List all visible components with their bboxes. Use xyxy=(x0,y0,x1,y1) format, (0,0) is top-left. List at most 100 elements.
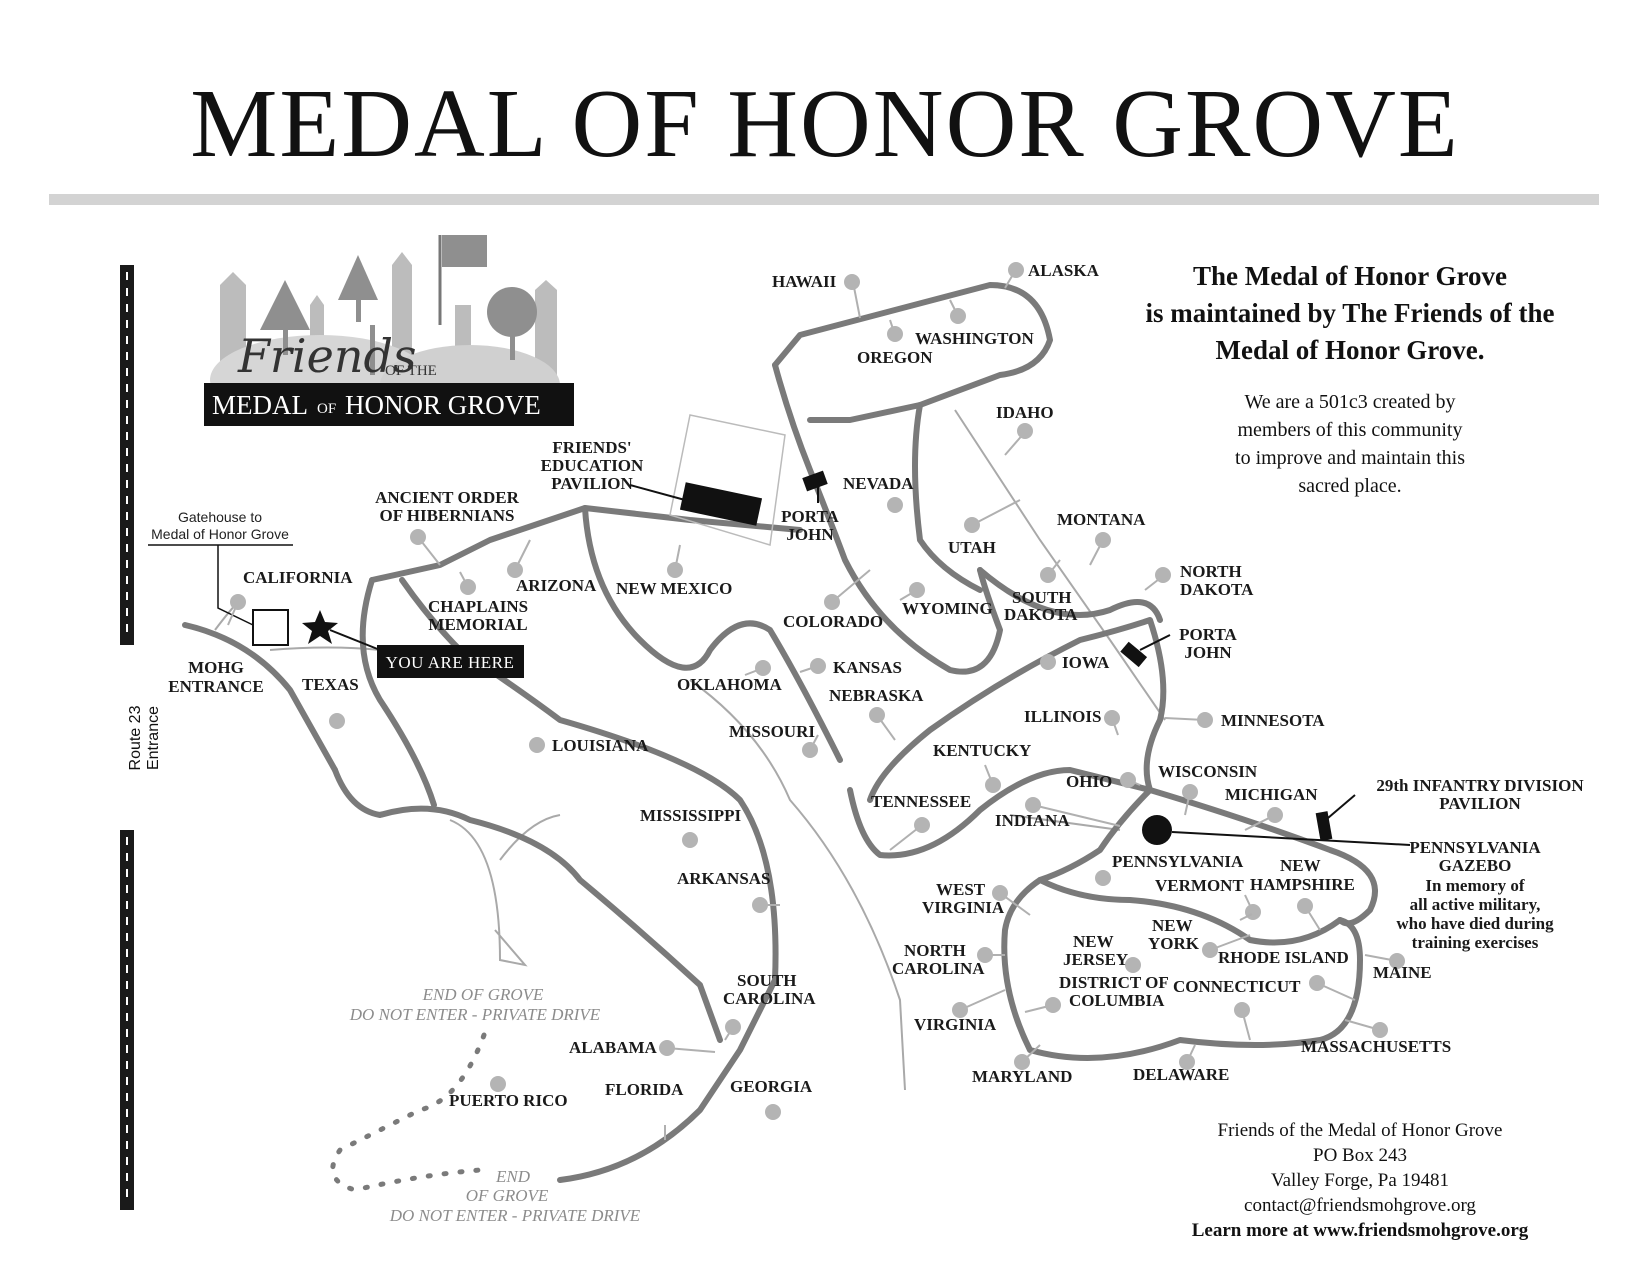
state-label-washington: WASHINGTON xyxy=(915,329,1034,348)
state-label-montana: MONTANA xyxy=(1057,510,1146,529)
state-label-georgia: GEORGIA xyxy=(730,1077,813,1096)
state-label-north-carolina-1: NORTH xyxy=(904,941,966,960)
state-label-new-hampshire-2: HAMPSHIRE xyxy=(1250,875,1355,894)
state-label-virginia: VIRGINIA xyxy=(914,1015,997,1034)
infantry-pavilion-icon[interactable] xyxy=(1315,811,1333,841)
state-label-pennsylvania: PENNSYLVANIA xyxy=(1112,852,1244,871)
state-label-new-hampshire-1: NEW xyxy=(1280,856,1321,875)
state-label-vermont: VERMONT xyxy=(1155,876,1244,895)
contact-email-link[interactable]: contact@friendsmohgrove.org xyxy=(1244,1195,1476,1216)
state-label-hawaii: HAWAII xyxy=(772,272,837,291)
state-label-north-dakota-1: NORTH xyxy=(1180,562,1242,581)
address-org: Friends of the Medal of Honor Grove xyxy=(1217,1120,1503,1141)
state-label-colorado: COLORADO xyxy=(783,612,883,631)
state-label-nevada: NEVADA xyxy=(843,474,914,493)
feature-labels: ANCIENT ORDER OF HIBERNIANS CHAPLAINS ME… xyxy=(168,438,1584,1225)
friends-logo[interactable]: Friends OF THE MEDAL OF HONOR GROVE xyxy=(204,235,574,426)
roads xyxy=(182,282,1378,1183)
porta-john-1-line1: PORTA xyxy=(781,507,839,526)
education-pavilion-building[interactable] xyxy=(679,482,763,526)
state-label-delaware: DELAWARE xyxy=(1133,1065,1229,1084)
info-heading-line2: is maintained by The Friends of the xyxy=(1145,298,1555,328)
address-city: Valley Forge, Pa 19481 xyxy=(1270,1170,1450,1191)
page-title: MEDAL OF HONOR GROVE xyxy=(190,70,1460,178)
state-label-arkansas: ARKANSAS xyxy=(677,869,771,888)
state-label-louisiana: LOUISIANA xyxy=(552,736,649,755)
infantry-pointer xyxy=(1327,794,1356,819)
website-link[interactable]: Learn more at www.friendsmohgrove.org xyxy=(1191,1220,1529,1241)
entrance-2: ENTRANCE xyxy=(168,677,263,696)
end-of-grove-2-line1: END xyxy=(495,1167,531,1186)
pennsylvania-gazebo-icon[interactable] xyxy=(1142,815,1172,845)
end-of-grove-1-line1: END OF GROVE xyxy=(422,985,544,1004)
ancient-order-2: OF HIBERNIANS xyxy=(380,506,515,525)
gazebo-5: who have died during xyxy=(1396,914,1554,933)
state-label-west-virginia-2: VIRGINIA xyxy=(922,898,1005,917)
education-pointer xyxy=(629,484,686,501)
info-body-line4: sacred place. xyxy=(1298,475,1402,497)
state-label-west-virginia-1: WEST xyxy=(936,880,986,899)
state-label-nebraska: NEBRASKA xyxy=(829,686,924,705)
gazebo-2: GAZEBO xyxy=(1439,856,1512,875)
state-label-texas: TEXAS xyxy=(302,675,359,694)
infantry-1: 29th INFANTRY DIVISION xyxy=(1376,776,1584,795)
porta-john-1-icon[interactable] xyxy=(802,470,828,492)
state-label-minnesota: MINNESOTA xyxy=(1221,711,1325,730)
gatehouse-pointer xyxy=(217,545,254,626)
route-23-road xyxy=(120,265,134,1210)
state-label-new-york-1: NEW xyxy=(1152,916,1193,935)
state-labels: HAWAII ALASKA WASHINGTON OREGON IDAHO NE… xyxy=(243,261,1451,1110)
end-of-grove-2-line2: OF GROVE xyxy=(466,1186,549,1205)
state-label-north-carolina-2: CAROLINA xyxy=(892,959,985,978)
gazebo-1: PENNSYLVANIA xyxy=(1409,838,1541,857)
state-label-dc-1: DISTRICT OF xyxy=(1059,973,1169,992)
entrance-1: MOHG xyxy=(188,658,244,677)
gatehouse-icon[interactable] xyxy=(252,609,289,646)
state-label-florida: FLORIDA xyxy=(605,1080,684,1099)
title-divider xyxy=(49,194,1599,205)
infantry-2: PAVILION xyxy=(1439,794,1521,813)
state-label-alabama: ALABAMA xyxy=(569,1038,658,1057)
info-heading-line3: Medal of Honor Grove. xyxy=(1215,335,1485,365)
you-are-here-badge xyxy=(377,645,524,678)
info-body-line3: to improve and maintain this xyxy=(1235,447,1465,469)
state-label-south-dakota-1: SOUTH xyxy=(1012,588,1072,607)
logo-honor-grove: HONOR GROVE xyxy=(345,390,541,420)
address-po-box: PO Box 243 xyxy=(1313,1145,1407,1166)
private-drive xyxy=(330,1032,487,1193)
state-label-wyoming: WYOMING xyxy=(902,599,993,618)
info-body-line2: members of this community xyxy=(1237,419,1463,441)
state-label-oklahoma: OKLAHOMA xyxy=(677,675,783,694)
ancient-order-1: ANCIENT ORDER xyxy=(375,488,519,507)
logo-medal: MEDAL xyxy=(212,390,308,420)
state-label-south-carolina-2: CAROLINA xyxy=(723,989,816,1008)
state-label-rhode-island: RHODE ISLAND xyxy=(1218,948,1349,967)
state-label-indiana: INDIANA xyxy=(995,811,1070,830)
state-label-arizona: ARIZONA xyxy=(516,576,597,595)
end-of-grove-2-line3: DO NOT ENTER - PRIVATE DRIVE xyxy=(389,1206,641,1225)
gatehouse-line2: Medal of Honor Grove xyxy=(151,526,289,542)
logo-of: OF xyxy=(317,401,336,417)
education-3: PAVILION xyxy=(551,474,633,493)
state-label-michigan: MICHIGAN xyxy=(1225,785,1318,804)
porta-john-2-icon[interactable] xyxy=(1120,641,1148,668)
chaplains-2: MEMORIAL xyxy=(428,615,527,634)
state-markers xyxy=(227,262,1405,1140)
info-heading: The Medal of Honor Grove is maintained b… xyxy=(1110,258,1590,369)
state-label-oregon: OREGON xyxy=(857,348,933,367)
you-are-here-star-icon xyxy=(302,610,338,644)
state-label-maryland: MARYLAND xyxy=(972,1067,1072,1086)
state-label-missouri: MISSOURI xyxy=(729,722,815,741)
state-label-new-jersey-2: JERSEY xyxy=(1063,950,1128,969)
you-are-here-text: YOU ARE HERE xyxy=(386,653,515,672)
state-label-alaska: ALASKA xyxy=(1028,261,1100,280)
route-23-label: Route 23 Entrance xyxy=(127,705,162,771)
you-are-here-pointer xyxy=(329,629,381,651)
state-label-massachusetts: MASSACHUSETTS xyxy=(1301,1037,1451,1056)
state-label-idaho: IDAHO xyxy=(996,403,1054,422)
state-label-south-dakota-2: DAKOTA xyxy=(1004,605,1078,624)
gatehouse-line1: Gatehouse to xyxy=(178,509,262,525)
state-label-new-york-2: YORK xyxy=(1148,934,1200,953)
porta-john-1-line2: JOHN xyxy=(786,525,834,544)
